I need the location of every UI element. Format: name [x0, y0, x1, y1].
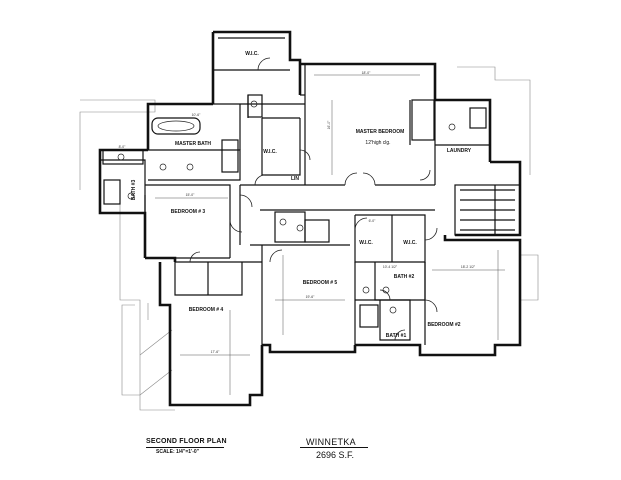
room-label-bedroom-4: BEDROOM # 4 [189, 307, 224, 313]
fixtures [117, 100, 456, 314]
dim-bed5-width: 19'-6" [306, 295, 315, 299]
plan-name: WINNETKA [306, 437, 356, 447]
roof-outline [79, 66, 539, 411]
dim-master-bath-width: 10'-6" [192, 113, 201, 117]
dim-wic-width: 6'-0" [369, 219, 377, 223]
room-label-wic-mid: W.I.C. [359, 240, 373, 246]
dim-bed3-width: 15'-0" [186, 193, 195, 197]
interior-walls [100, 37, 521, 345]
plan-scale: SCALE: 1/4"=1'-0" [156, 449, 200, 455]
dimension-lines [155, 74, 505, 395]
room-label-bedroom-5: BEDROOM # 5 [303, 280, 338, 286]
room-label-laundry: LAUNDRY [447, 148, 472, 154]
dim-bed4-width: 17'-6" [211, 350, 220, 354]
room-label-bath-3: BATH #3 [131, 180, 137, 201]
room-label-bath-1: BATH #1 [386, 333, 407, 339]
room-label-wic-bath: W.I.C. [263, 149, 277, 155]
plan-title: SECOND FLOOR PLAN [146, 438, 227, 445]
dim-master-bed-depth: 16'-0" [327, 120, 331, 129]
room-label-wic-top: W.I.C. [245, 51, 259, 57]
dim-master-bed-width: 18'-0" [362, 71, 371, 75]
room-note-master-bedroom: 12'high clg. [365, 140, 390, 146]
exterior-walls [98, 30, 522, 407]
room-label-master-bath: MASTER BATH [175, 141, 211, 147]
room-label-lin: LIN [291, 176, 299, 182]
dim-bed2-width: 18'-2 1/2" [461, 265, 476, 269]
plan-name-underline [300, 447, 368, 448]
dim-bath3-width: 8'-0" [119, 145, 127, 149]
door-swings [189, 57, 438, 341]
room-label-master-bedroom: MASTER BEDROOM [356, 129, 405, 135]
room-label-bedroom-3: BEDROOM # 3 [171, 209, 206, 215]
room-label-wic-right: W.I.C. [403, 240, 417, 246]
room-label-bath-2: BATH #2 [394, 274, 415, 280]
plan-area: 2696 S.F. [316, 450, 355, 460]
plan-title-underline [146, 447, 224, 448]
dim-bath2-width: 10'-4 1/2" [383, 265, 398, 269]
room-label-bedroom-2: BEDROOM #2 [427, 322, 460, 328]
